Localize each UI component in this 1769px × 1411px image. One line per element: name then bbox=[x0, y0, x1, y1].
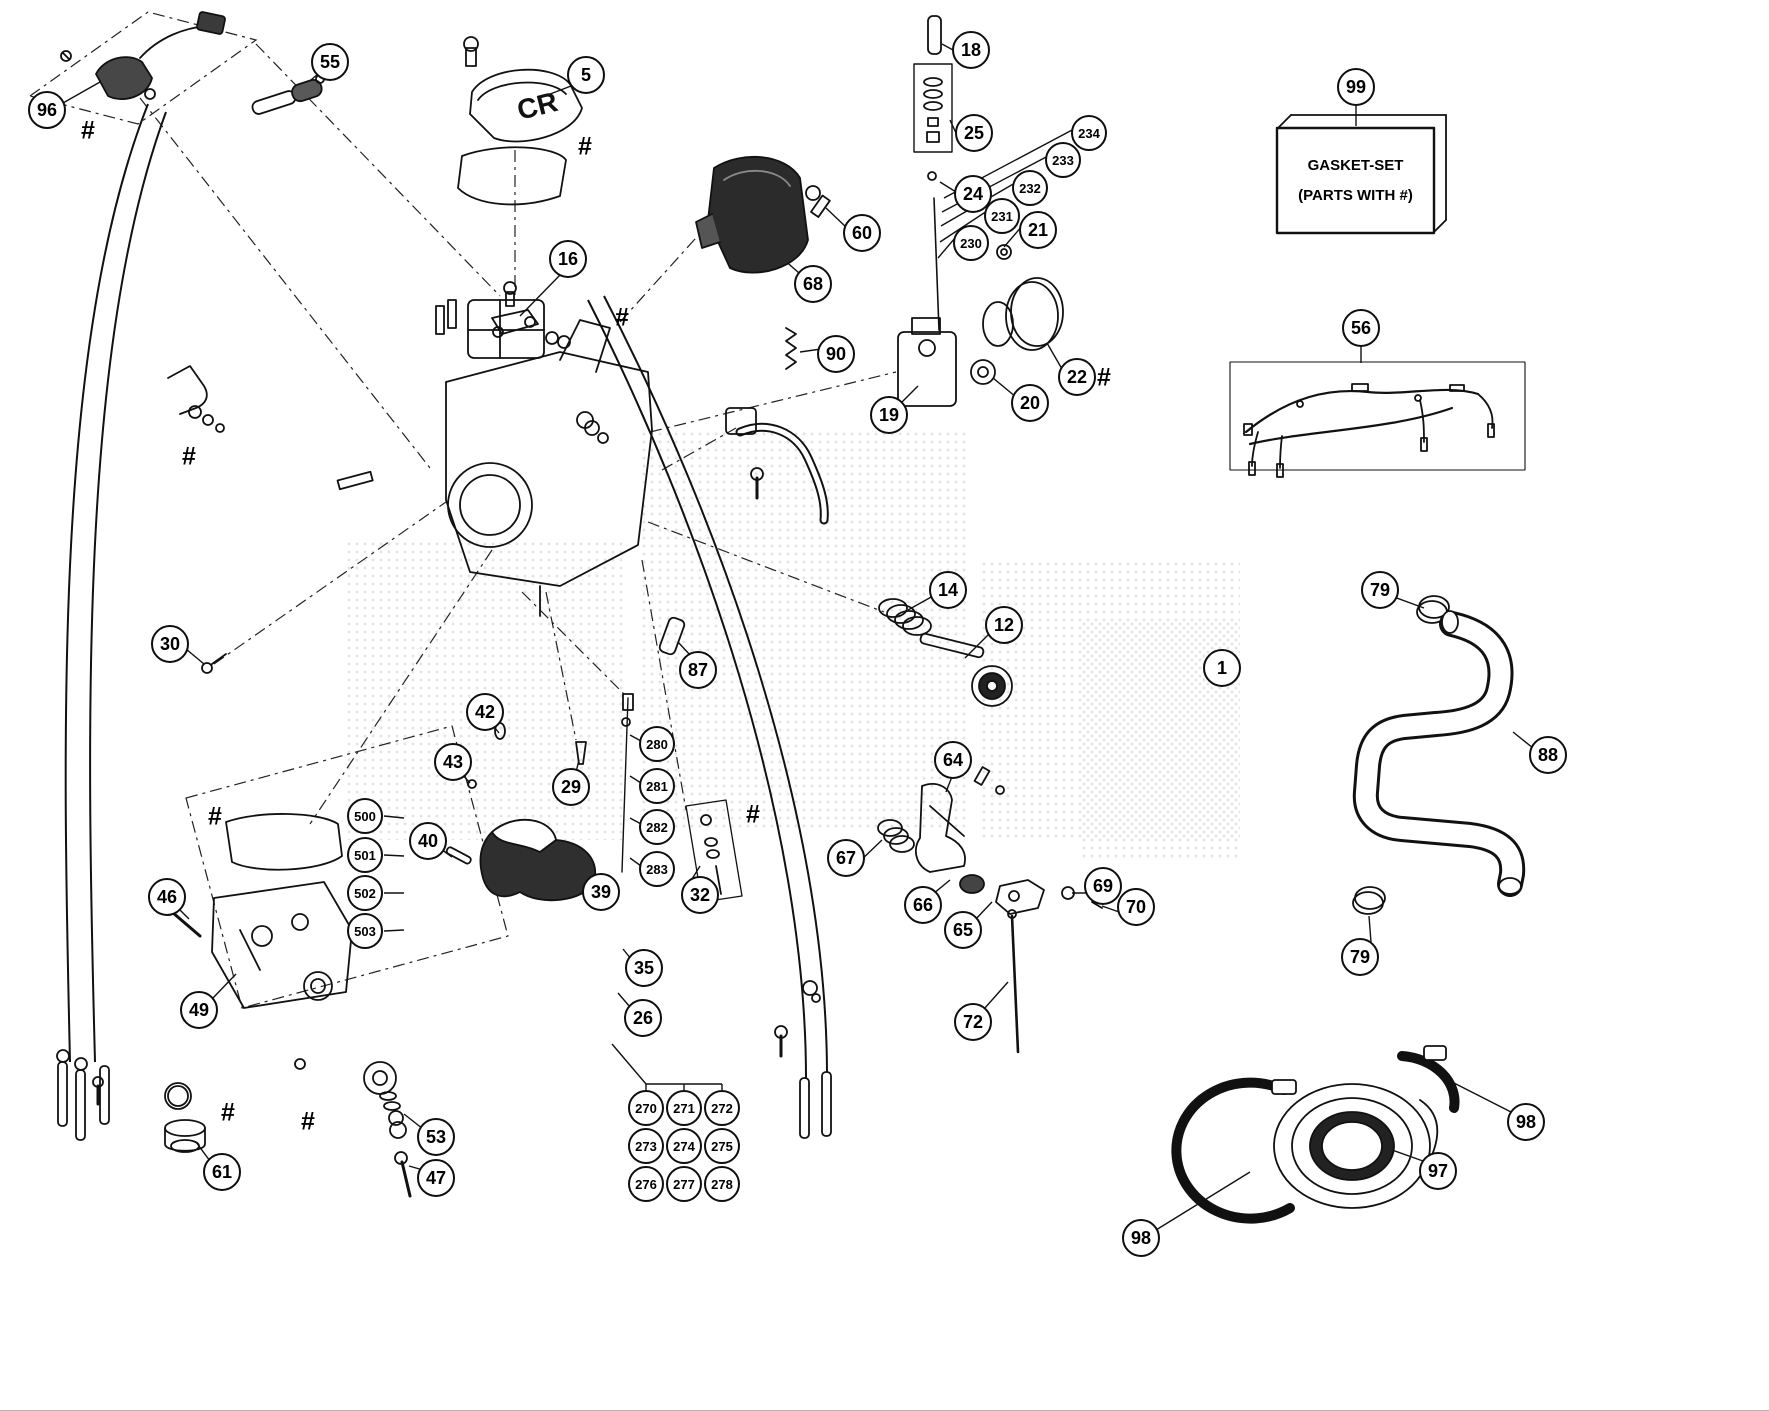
callout-79[interactable]: 79 bbox=[1341, 938, 1379, 976]
callout-21[interactable]: 21 bbox=[1019, 211, 1057, 249]
callout-87[interactable]: 87 bbox=[679, 651, 717, 689]
callout-56[interactable]: 56 bbox=[1342, 309, 1380, 347]
callout-49[interactable]: 49 bbox=[180, 991, 218, 1029]
parts-art bbox=[56, 11, 1526, 1224]
callout-5[interactable]: 5 bbox=[567, 56, 605, 94]
gasket-hash-mark: # bbox=[221, 1098, 235, 1127]
gasket-hash-mark: # bbox=[182, 442, 196, 471]
callout-12[interactable]: 12 bbox=[985, 606, 1023, 644]
callout-273[interactable]: 273 bbox=[628, 1128, 664, 1164]
callout-30[interactable]: 30 bbox=[151, 625, 189, 663]
callout-88[interactable]: 88 bbox=[1529, 736, 1567, 774]
callout-281[interactable]: 281 bbox=[639, 768, 675, 804]
callout-99[interactable]: 99 bbox=[1337, 68, 1375, 106]
callout-1[interactable]: 1 bbox=[1203, 649, 1241, 687]
callout-280[interactable]: 280 bbox=[639, 726, 675, 762]
callout-53[interactable]: 53 bbox=[417, 1118, 455, 1156]
callout-29[interactable]: 29 bbox=[552, 768, 590, 806]
callout-24[interactable]: 24 bbox=[954, 175, 992, 213]
callout-72[interactable]: 72 bbox=[954, 1003, 992, 1041]
callout-96[interactable]: 96 bbox=[28, 91, 66, 129]
callout-42[interactable]: 42 bbox=[466, 693, 504, 731]
callout-32[interactable]: 32 bbox=[681, 876, 719, 914]
gasket-hash-mark: # bbox=[746, 800, 760, 829]
callout-283[interactable]: 283 bbox=[639, 851, 675, 887]
callout-40[interactable]: 40 bbox=[409, 822, 447, 860]
callout-234[interactable]: 234 bbox=[1071, 115, 1107, 151]
callout-98[interactable]: 98 bbox=[1122, 1219, 1160, 1257]
callout-16[interactable]: 16 bbox=[549, 240, 587, 278]
callout-503[interactable]: 503 bbox=[347, 913, 383, 949]
callout-502[interactable]: 502 bbox=[347, 875, 383, 911]
gasket-hash-mark: # bbox=[578, 132, 592, 161]
callout-47[interactable]: 47 bbox=[417, 1159, 455, 1197]
callout-97[interactable]: 97 bbox=[1419, 1152, 1457, 1190]
gasket-set-subtitle: (PARTS WITH #) bbox=[1298, 187, 1413, 204]
callout-61[interactable]: 61 bbox=[203, 1153, 241, 1191]
gasket-hash-mark: # bbox=[615, 303, 629, 332]
callout-70[interactable]: 70 bbox=[1117, 888, 1155, 926]
callout-67[interactable]: 67 bbox=[827, 839, 865, 877]
callout-79[interactable]: 79 bbox=[1361, 571, 1399, 609]
callout-65[interactable]: 65 bbox=[944, 911, 982, 949]
callout-98[interactable]: 98 bbox=[1507, 1103, 1545, 1141]
callout-231[interactable]: 231 bbox=[984, 198, 1020, 234]
callout-66[interactable]: 66 bbox=[904, 886, 942, 924]
callout-232[interactable]: 232 bbox=[1012, 170, 1048, 206]
callout-282[interactable]: 282 bbox=[639, 809, 675, 845]
callout-271[interactable]: 271 bbox=[666, 1090, 702, 1126]
cable-curves bbox=[64, 103, 828, 1079]
gasket-set-title: GASKET-SET bbox=[1307, 157, 1404, 174]
gasket-hash-mark: # bbox=[1097, 363, 1111, 392]
cover-logo: CR bbox=[514, 86, 561, 126]
callout-14[interactable]: 14 bbox=[929, 571, 967, 609]
callout-233[interactable]: 233 bbox=[1045, 142, 1081, 178]
callout-69[interactable]: 69 bbox=[1084, 867, 1122, 905]
callout-274[interactable]: 274 bbox=[666, 1128, 702, 1164]
callout-501[interactable]: 501 bbox=[347, 837, 383, 873]
callout-25[interactable]: 25 bbox=[955, 114, 993, 152]
callout-26[interactable]: 26 bbox=[624, 999, 662, 1037]
callout-272[interactable]: 272 bbox=[704, 1090, 740, 1126]
callout-270[interactable]: 270 bbox=[628, 1090, 664, 1126]
callout-278[interactable]: 278 bbox=[704, 1166, 740, 1202]
callout-500[interactable]: 500 bbox=[347, 798, 383, 834]
callout-276[interactable]: 276 bbox=[628, 1166, 664, 1202]
callout-55[interactable]: 55 bbox=[311, 43, 349, 81]
callout-90[interactable]: 90 bbox=[817, 335, 855, 373]
callout-18[interactable]: 18 bbox=[952, 31, 990, 69]
callout-39[interactable]: 39 bbox=[582, 873, 620, 911]
callout-22[interactable]: 22 bbox=[1058, 358, 1096, 396]
callout-60[interactable]: 60 bbox=[843, 214, 881, 252]
gasket-hash-mark: # bbox=[301, 1107, 315, 1136]
callout-20[interactable]: 20 bbox=[1011, 384, 1049, 422]
callout-230[interactable]: 230 bbox=[953, 225, 989, 261]
callout-64[interactable]: 64 bbox=[934, 741, 972, 779]
callout-35[interactable]: 35 bbox=[625, 949, 663, 987]
callout-19[interactable]: 19 bbox=[870, 396, 908, 434]
gasket-hash-mark: # bbox=[208, 802, 222, 831]
gasket-hash-mark: # bbox=[81, 116, 95, 145]
callout-275[interactable]: 275 bbox=[704, 1128, 740, 1164]
callout-46[interactable]: 46 bbox=[148, 878, 186, 916]
callout-68[interactable]: 68 bbox=[794, 265, 832, 303]
callout-277[interactable]: 277 bbox=[666, 1166, 702, 1202]
gasket-set-legend: GASKET-SET (PARTS WITH #) bbox=[1277, 128, 1434, 233]
callout-43[interactable]: 43 bbox=[434, 743, 472, 781]
